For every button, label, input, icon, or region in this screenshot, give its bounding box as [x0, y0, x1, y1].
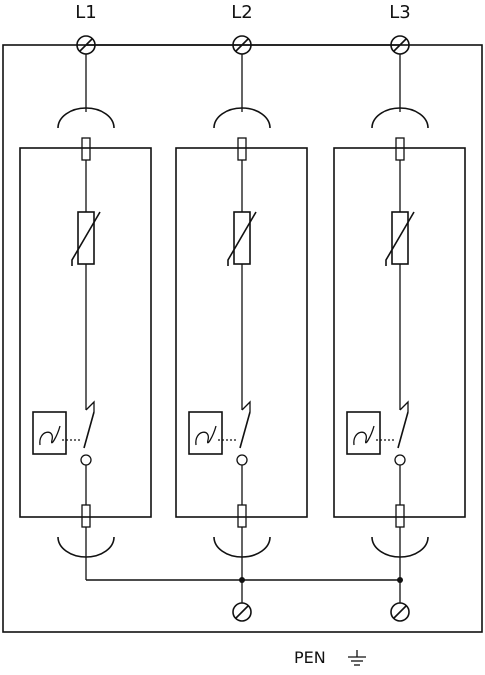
- plug-contact-icon: [371, 107, 429, 129]
- screw-terminal-icon: [390, 602, 410, 622]
- ground-label: PEN: [294, 648, 326, 667]
- module-housing: [333, 147, 466, 518]
- switch-contact-icon: [80, 400, 95, 466]
- module-housing: [175, 147, 308, 518]
- upper-pin: [237, 137, 247, 161]
- switch-contact-icon: [394, 400, 409, 466]
- varistor-icon: [227, 211, 257, 266]
- phase-label-l3: L3: [389, 2, 410, 23]
- plug-contact-icon: [213, 107, 271, 129]
- phase-label-l1: L1: [75, 2, 96, 23]
- earth-ground-icon: [348, 650, 366, 666]
- lower-pin: [81, 504, 91, 528]
- upper-pin: [81, 137, 91, 161]
- module-l1: [19, 35, 152, 580]
- module-housing: [19, 147, 152, 518]
- upper-pin: [395, 137, 405, 161]
- lower-pin: [237, 504, 247, 528]
- module-l2: [175, 35, 308, 603]
- varistor-icon: [71, 211, 101, 266]
- thermal-disconnector-icon: [32, 411, 80, 455]
- thermal-disconnector-icon: [188, 411, 236, 455]
- screw-terminal-icon: [232, 602, 252, 622]
- plug-contact-icon: [57, 107, 115, 129]
- switch-contact-icon: [236, 400, 251, 466]
- module-l3: [333, 35, 466, 603]
- thermal-disconnector-icon: [346, 411, 394, 455]
- varistor-icon: [385, 211, 415, 266]
- junction-dot: [239, 577, 245, 583]
- lower-pin: [395, 504, 405, 528]
- junction-dot: [397, 577, 403, 583]
- phase-label-l2: L2: [231, 2, 252, 23]
